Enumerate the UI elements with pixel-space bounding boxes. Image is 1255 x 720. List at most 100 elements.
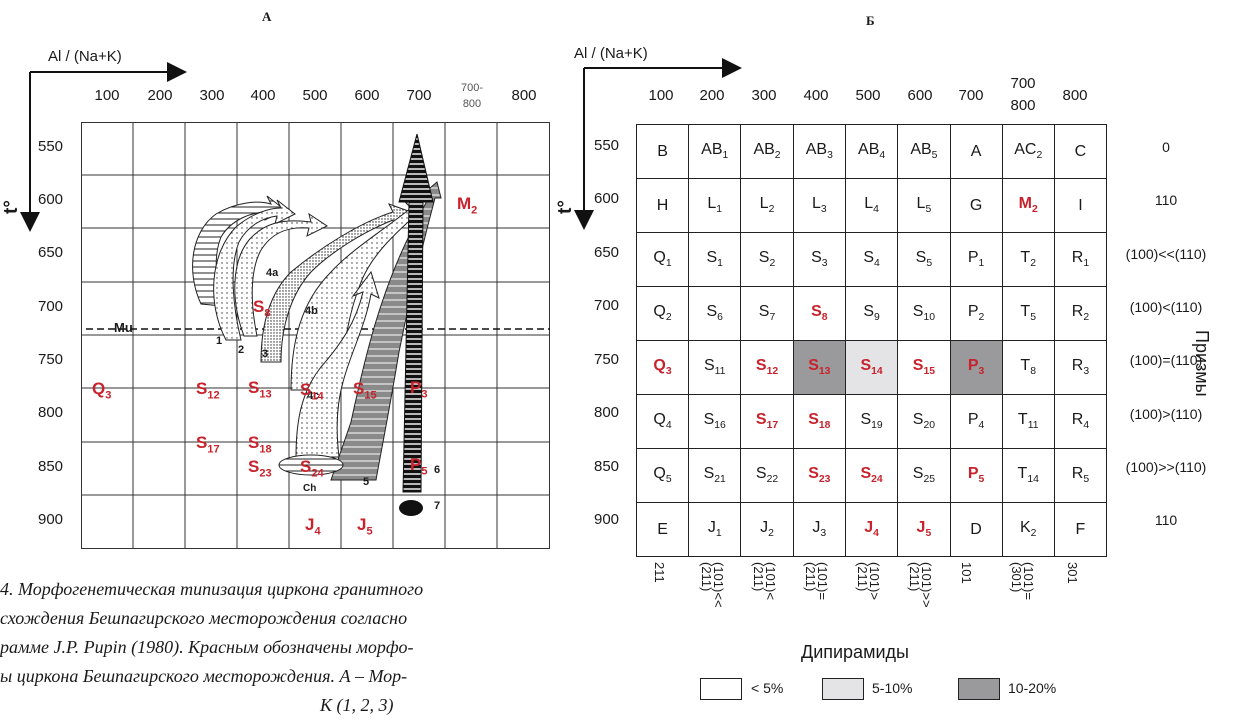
- grid-cell-subscript: 2: [1036, 150, 1043, 162]
- grid-cell-symbol: AB: [701, 141, 723, 159]
- grid-cell-subscript: 12: [766, 366, 779, 378]
- grid-cell: F: [1053, 502, 1108, 557]
- grid-cell-symbol: S: [706, 303, 718, 321]
- grid-cell-subscript: 17: [766, 420, 779, 432]
- a-cell-s23: S23: [248, 457, 272, 480]
- panel-a-x-tick: 400: [250, 87, 276, 104]
- grid-cell: S7: [740, 286, 794, 341]
- grid-cell-symbol: T: [1017, 465, 1028, 483]
- grid-cell: R3: [1053, 340, 1108, 395]
- grid-cell: J3: [792, 502, 846, 557]
- grid-cell-subscript: 2: [768, 204, 775, 216]
- panel-b-letter: Б: [866, 13, 875, 28]
- path-label-4b: 4b: [305, 305, 318, 317]
- panel-b-axes: [574, 58, 742, 230]
- caption-line: схождения Бешпагирского месторождения со…: [0, 608, 408, 628]
- mu-label: Mu: [114, 320, 133, 335]
- path-label-1: 1: [216, 335, 223, 347]
- grid-cell: S1: [688, 232, 742, 287]
- a-cell-m2: M2: [457, 194, 478, 217]
- path-label-4c: 4c: [307, 390, 320, 402]
- trend-arrow-6: [398, 133, 434, 493]
- panel-a-y-tick: 750: [38, 351, 64, 368]
- grid-cell-subscript: 4: [873, 528, 879, 540]
- bipyramid-column-label: (101)= (301): [1009, 562, 1036, 600]
- grid-cell-subscript: 5: [1030, 312, 1036, 324]
- bipyramid-column-label: 301: [1065, 562, 1080, 584]
- grid-cell-subscript: 2: [1030, 528, 1037, 540]
- grid-cell-symbol: P: [967, 357, 979, 375]
- panel-b-y-tick: 650: [594, 244, 620, 261]
- bipyramids-label: Дипирамиды: [801, 642, 909, 662]
- grid-cell: S9: [844, 286, 899, 341]
- grid-cell: P4: [949, 394, 1003, 449]
- caption-line: 4. Морфогенетическая типизация циркона г…: [0, 579, 424, 599]
- panel-a-grid: [81, 122, 550, 549]
- grid-cell: S20: [897, 394, 951, 449]
- grid-cell-subscript: 4: [1083, 420, 1090, 432]
- grid-cell: G: [949, 178, 1003, 233]
- grid-cell-subscript: 9: [874, 312, 880, 324]
- grid-cell: J1: [688, 502, 742, 557]
- grid-cell-symbol: J: [916, 519, 926, 537]
- a-cell-q3: Q3: [92, 379, 112, 402]
- grid-cell: Q5: [635, 448, 690, 503]
- legend-label-lt5: < 5%: [751, 680, 784, 696]
- prisms-label: Призмы: [1192, 330, 1212, 397]
- panel-a-x-tick: 700: [406, 87, 432, 104]
- grid-cell-subscript: 2: [769, 258, 776, 270]
- panel-b-x-tick: 700 800: [1010, 75, 1036, 114]
- grid-cell-symbol: J: [707, 519, 716, 537]
- grid-cell-symbol: S: [808, 411, 819, 429]
- grid-cell: S4: [844, 232, 899, 287]
- grid-cell-symbol: AB: [805, 141, 828, 159]
- grid-cell-symbol: P: [967, 465, 979, 483]
- grid-cell: P5: [949, 448, 1003, 503]
- grid-cell: B: [635, 124, 690, 179]
- grid-cell-symbol: A: [970, 142, 982, 160]
- grid-cell-symbol: S: [808, 465, 819, 483]
- grid-cell-subscript: 2: [1030, 258, 1036, 270]
- grid-cell-symbol: J: [760, 519, 769, 537]
- grid-cell: R4: [1053, 394, 1108, 449]
- point-7-oval: [399, 500, 423, 516]
- grid-cell-symbol: B: [657, 142, 668, 160]
- prism-row-label: (100)>(110): [1129, 405, 1203, 422]
- grid-cell: S25: [897, 448, 951, 503]
- bipyramid-column-label: (101)< (211): [751, 562, 778, 600]
- grid-cell-symbol: S: [860, 411, 872, 429]
- grid-cell-subscript: 3: [665, 366, 672, 378]
- grid-cell-symbol: T: [1020, 303, 1031, 321]
- grid-cell-symbol: S: [811, 249, 822, 267]
- grid-cell: Q4: [635, 394, 690, 449]
- grid-cell-subscript: 7: [769, 312, 776, 324]
- grid-cell-subscript: 1: [722, 150, 729, 162]
- grid-cell: H: [635, 178, 690, 233]
- grid-cell-subscript: 18: [818, 420, 831, 432]
- grid-cell: S19: [844, 394, 899, 449]
- panel-b-y-tick: 850: [594, 458, 620, 475]
- grid-cell-symbol: L: [707, 195, 717, 213]
- panel-b-x-axis-label: Al / (Na+K): [574, 45, 648, 62]
- caption-line: рамме J.P. Pupin (1980). Красным обознач…: [0, 637, 414, 657]
- grid-cell-symbol: R: [1071, 465, 1084, 483]
- grid-cell: AB5: [897, 124, 951, 179]
- grid-cell-symbol: G: [969, 196, 983, 214]
- grid-cell-subscript: 1: [978, 258, 985, 270]
- grid-cell-symbol: S: [912, 357, 924, 375]
- grid-cell-subscript: 2: [978, 312, 985, 324]
- panel-a-y-tick: 900: [38, 511, 64, 528]
- path-label-2: 2: [238, 344, 245, 356]
- a-cell-s8: S8: [253, 297, 271, 320]
- panel-b-x-tick: 200: [699, 87, 725, 104]
- grid-cell: L5: [897, 178, 951, 233]
- legend-label-10-20: 10-20%: [1008, 680, 1057, 696]
- caption-line: К (1, 2, 3): [320, 695, 394, 715]
- grid-cell: S10: [897, 286, 951, 341]
- grid-cell-subscript: 3: [978, 366, 985, 378]
- a-cell-s14: S14: [300, 380, 324, 403]
- panel-b-x-tick: 100: [648, 87, 674, 104]
- bipyramid-column-label: (101)<< (211): [699, 562, 726, 608]
- grid-cell-subscript: 14: [871, 366, 883, 378]
